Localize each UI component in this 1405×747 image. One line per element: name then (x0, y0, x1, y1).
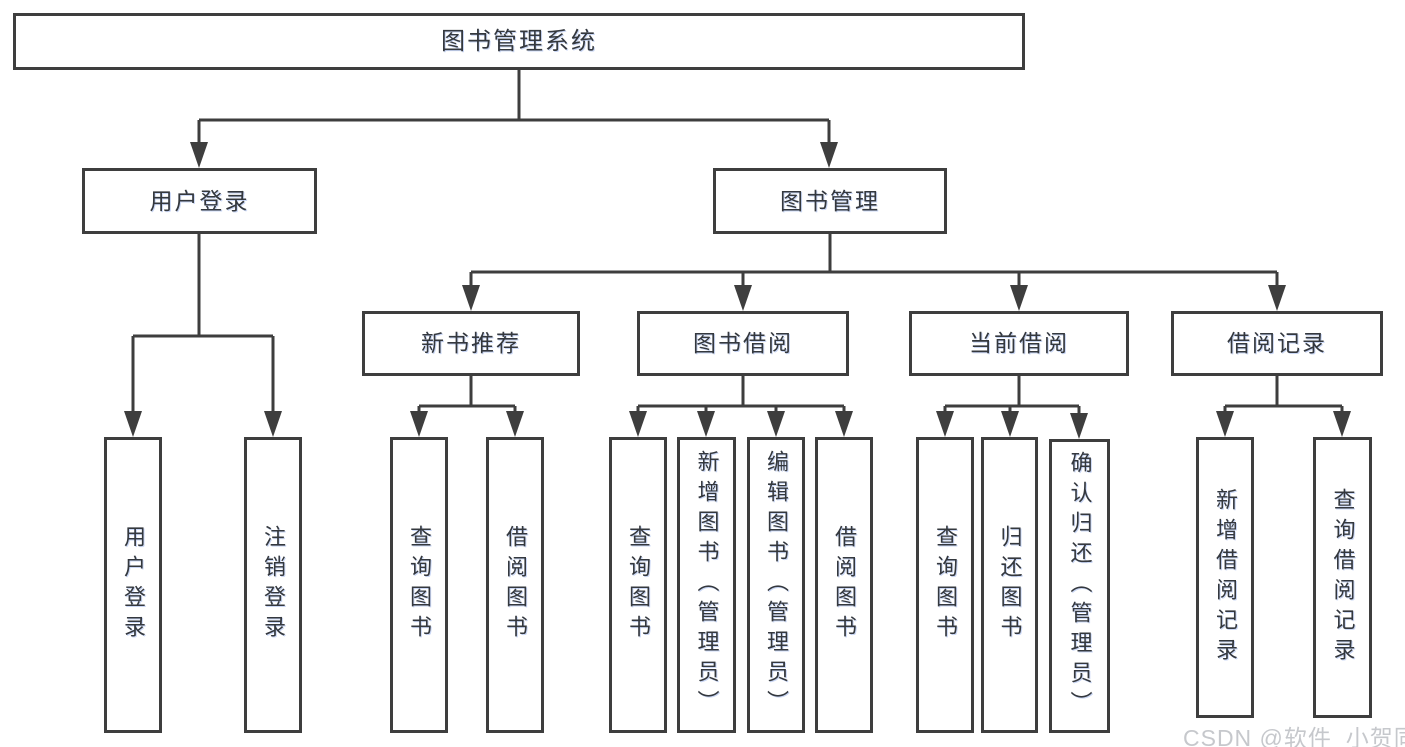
node-leaf-br-add-record: 新增借阅记录 (1196, 437, 1254, 718)
node-leaf-rec-borrow-books-label: 借阅图书 (503, 525, 528, 645)
arrow-down-icon (506, 411, 524, 437)
arrow-down-icon (1333, 411, 1351, 437)
arrow-down-icon (1216, 411, 1234, 437)
arrow-down-icon (1070, 413, 1088, 439)
node-new-book-recommend-label: 新书推荐 (421, 330, 521, 356)
node-leaf-bb-edit-books-admin-label: 编辑图书（管理员） (764, 450, 789, 720)
node-leaf-cb-return-books-label: 归还图书 (997, 525, 1023, 645)
arrow-down-icon (1010, 285, 1028, 311)
arrow-down-icon (629, 411, 647, 437)
connector-current-borrow-branch (943, 376, 1081, 416)
arrow-down-icon (1268, 285, 1286, 311)
arrow-down-icon (264, 411, 282, 437)
node-leaf-cb-query-books: 查询图书 (916, 437, 974, 733)
csdn-watermark: CSDN @软件_小贺同学 (1183, 725, 1405, 747)
node-leaf-cb-query-books-label: 查询图书 (933, 525, 958, 645)
node-book-borrow: 图书借阅 (637, 311, 849, 376)
connector-new-book-rec-branch (417, 376, 517, 414)
arrow-down-icon (697, 411, 715, 437)
node-leaf-bb-edit-books-admin: 编辑图书（管理员） (747, 437, 805, 733)
arrow-down-icon (190, 142, 208, 168)
node-leaf-logout: 注销登录 (244, 437, 302, 733)
arrow-down-icon (734, 285, 752, 311)
node-leaf-bb-query-books: 查询图书 (609, 437, 667, 733)
arrow-down-icon (767, 411, 785, 437)
node-borrow-records: 借阅记录 (1171, 311, 1383, 376)
node-leaf-bb-borrow-books: 借阅图书 (815, 437, 873, 733)
node-root: 图书管理系统 (13, 13, 1025, 70)
node-leaf-rec-query-books: 查询图书 (390, 437, 448, 733)
node-leaf-cb-return-books: 归还图书 (981, 437, 1038, 733)
node-new-book-recommend: 新书推荐 (362, 311, 580, 376)
arrow-down-icon (835, 411, 853, 437)
node-user-login-branch-label: 用户登录 (149, 187, 250, 214)
node-current-borrow-label: 当前借阅 (969, 330, 1069, 356)
connector-book-borrow-branch (636, 376, 846, 414)
node-leaf-user-login: 用户登录 (104, 437, 162, 733)
node-leaf-rec-query-books-label: 查询图书 (407, 525, 432, 645)
arrow-down-icon (936, 411, 954, 437)
connector-root-to-level2 (197, 70, 831, 146)
node-book-borrow-label: 图书借阅 (693, 330, 793, 356)
node-leaf-br-query-record-label: 查询借阅记录 (1330, 487, 1356, 668)
connector-user-login-branch (131, 234, 275, 414)
node-current-borrow: 当前借阅 (909, 311, 1129, 376)
node-leaf-br-add-record-label: 新增借阅记录 (1213, 487, 1238, 668)
arrow-down-icon (410, 411, 428, 437)
node-leaf-cb-confirm-return-admin: 确认归还（管理员） (1049, 439, 1110, 733)
node-leaf-rec-borrow-books: 借阅图书 (486, 437, 544, 733)
node-leaf-bb-add-books-admin: 新增图书（管理员） (677, 437, 736, 733)
node-leaf-bb-query-books-label: 查询图书 (626, 525, 651, 645)
node-leaf-logout-label: 注销登录 (261, 525, 286, 645)
arrow-down-icon (820, 142, 838, 168)
node-root-label: 图书管理系统 (441, 27, 597, 55)
connector-paths (131, 70, 1344, 416)
node-leaf-br-query-record: 查询借阅记录 (1313, 437, 1372, 718)
node-leaf-bb-borrow-books-label: 借阅图书 (832, 525, 857, 645)
node-leaf-cb-confirm-return-admin-label: 确认归还（管理员） (1067, 451, 1093, 721)
arrow-down-icon (1001, 411, 1019, 437)
node-book-management-branch: 图书管理 (713, 168, 947, 234)
node-borrow-records-label: 借阅记录 (1227, 330, 1327, 356)
node-book-management-branch-label: 图书管理 (780, 187, 880, 214)
node-leaf-user-login-label: 用户登录 (121, 525, 146, 645)
connector-book-management-branch (469, 234, 1279, 289)
node-user-login-branch: 用户登录 (82, 168, 317, 234)
arrow-down-icon (462, 285, 480, 311)
arrow-down-icon (124, 411, 142, 437)
connector-borrow-records-branch (1223, 376, 1344, 414)
node-leaf-bb-add-books-admin-label: 新增图书（管理员） (694, 450, 720, 720)
